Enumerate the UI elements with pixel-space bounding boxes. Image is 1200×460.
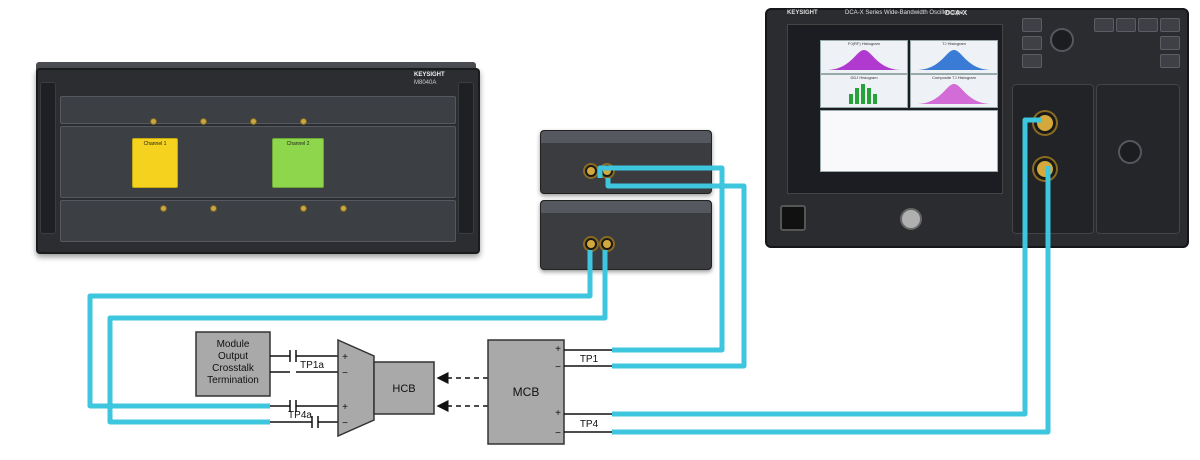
termination-line-4: Termination [207,375,259,386]
scope-title: DCA-X Series Wide-Bandwidth Oscilloscope [845,10,964,16]
mcb-minus-sign: − [555,362,561,373]
remote-head-lower [540,200,712,270]
scope-button[interactable] [1160,36,1180,50]
amp-plus-sign: + [342,402,348,413]
amp-plus-sign: + [342,352,348,363]
hcb-label: HCB [392,383,415,395]
amp-minus-sign: − [342,368,348,379]
channel-1-label: Channel 1 [143,141,167,147]
histogram-panel: DDJ Histogram [820,74,908,108]
channel-1-panel: Channel 1 [132,138,178,188]
chassis-port [340,205,347,212]
histogram-panel: Composite TJ Histogram [910,74,998,108]
scope-button[interactable] [1116,18,1136,32]
head-connector [585,165,597,177]
tp1a-label: TP1a [300,360,324,371]
histogram-panel: TJ Histogram [910,40,998,74]
tp1-label: TP1 [580,354,599,365]
mcb-plus-sign: + [555,344,561,355]
mcb-minus-sign: − [555,428,561,439]
cable-tp4-minus [612,166,1051,435]
tp4-label: TP4 [580,419,599,430]
head-connector [601,238,613,250]
scope-module-right [1096,84,1180,234]
tp4a-label: TP4a [288,410,312,421]
amp-minus-sign: − [342,418,348,429]
mcb-label: MCB [513,385,540,399]
channel-2-panel: Channel 2 [272,138,324,188]
chassis-slot-1 [60,96,456,124]
cable-tp4a-minus [107,250,608,425]
scope-button[interactable] [1022,18,1042,32]
remote-head-upper [540,130,712,194]
chassis-slot-3 [60,200,456,242]
chassis-port [160,205,167,212]
histogram-bars [849,84,877,104]
chassis-port [150,118,157,125]
scope-connector-cap [1118,140,1142,164]
scope-button[interactable] [1022,36,1042,50]
histogram-panel: PJ(RF) Histogram [820,40,908,74]
chassis-port [300,205,307,212]
scope-knob[interactable] [1050,28,1074,52]
histogram-bell [916,84,992,104]
termination-line-2: Output [218,351,248,362]
chassis-port [210,205,217,212]
termination-box [195,331,271,397]
cable-tp1-plus [597,165,725,353]
hcb-box [373,361,435,415]
mcb-plus-sign: + [555,408,561,419]
chassis-top [36,62,476,72]
cable-tp1-minus [605,178,747,369]
cable-group [87,117,1051,435]
measurement-table [820,110,998,172]
scope-model: DCA-X [945,10,968,17]
chassis-brand: KEYSIGHT [414,72,445,78]
chassis-port [250,118,257,125]
scope-button[interactable] [1160,18,1180,32]
chassis-model: M8040A [414,80,437,86]
trigger-connector[interactable] [900,208,922,230]
host-amplifier [337,338,375,438]
scope-button[interactable] [1022,54,1042,68]
head-connector [585,238,597,250]
scope-button[interactable] [1094,18,1114,32]
scope-brand: KEYSIGHT [787,10,818,16]
histogram-bell [826,50,902,70]
chassis-port [200,118,207,125]
mcb-box [487,339,565,445]
chassis-port [300,118,307,125]
histogram-bell [916,50,992,70]
channel-2-label: Channel 2 [286,141,310,147]
cable-tp4-plus [612,117,1042,417]
power-button[interactable] [780,205,806,231]
termination-line-3: Crosstalk [212,363,255,374]
chassis-left-handle [40,82,56,234]
chassis-right-handle [458,82,474,234]
scope-button[interactable] [1160,54,1180,68]
chassis-slot-2 [60,126,456,198]
cable-tp4a-plus [87,250,593,409]
termination-line-1: Module [217,339,250,350]
scope-button[interactable] [1138,18,1158,32]
